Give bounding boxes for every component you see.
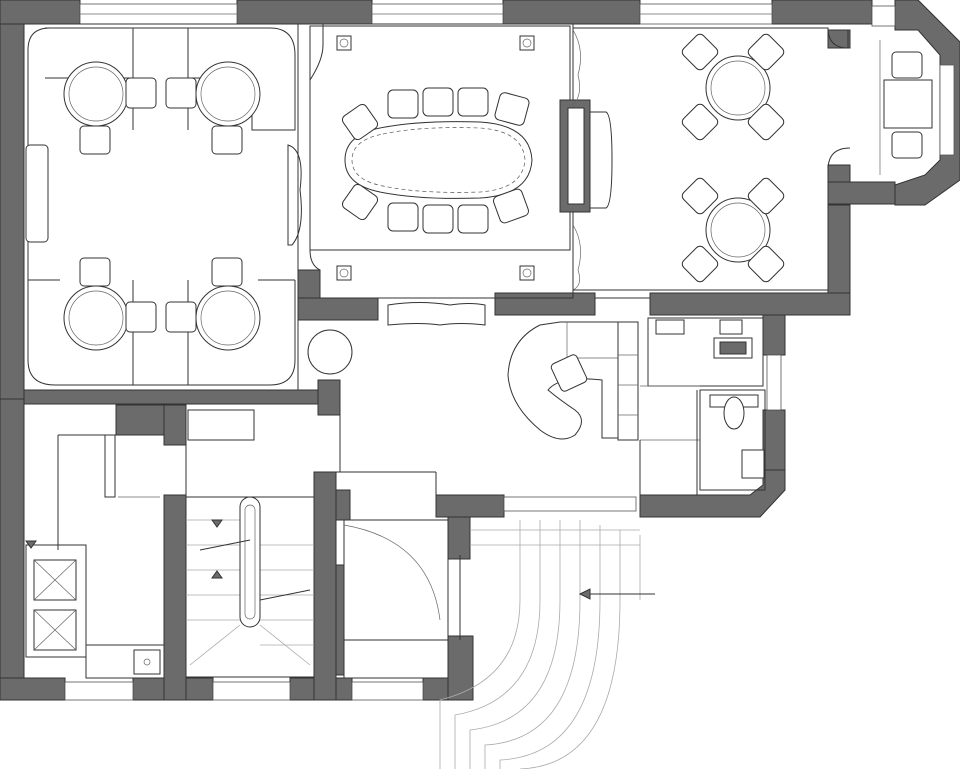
dining-area	[573, 27, 933, 291]
arrow-left-icon	[578, 588, 591, 600]
arrow-down-icon	[211, 519, 223, 528]
arrow-up-icon	[211, 570, 223, 579]
windows	[64, 3, 955, 701]
staircase	[185, 496, 315, 678]
entry-vestibule	[343, 519, 461, 679]
exterior-steps	[439, 520, 655, 769]
conference-room	[297, 23, 613, 326]
reception	[187, 321, 639, 441]
restrooms	[640, 317, 766, 495]
corridor	[185, 297, 650, 497]
triangle-marker-icon	[25, 540, 37, 549]
utility-room	[24, 403, 165, 679]
open-office	[23, 23, 302, 391]
